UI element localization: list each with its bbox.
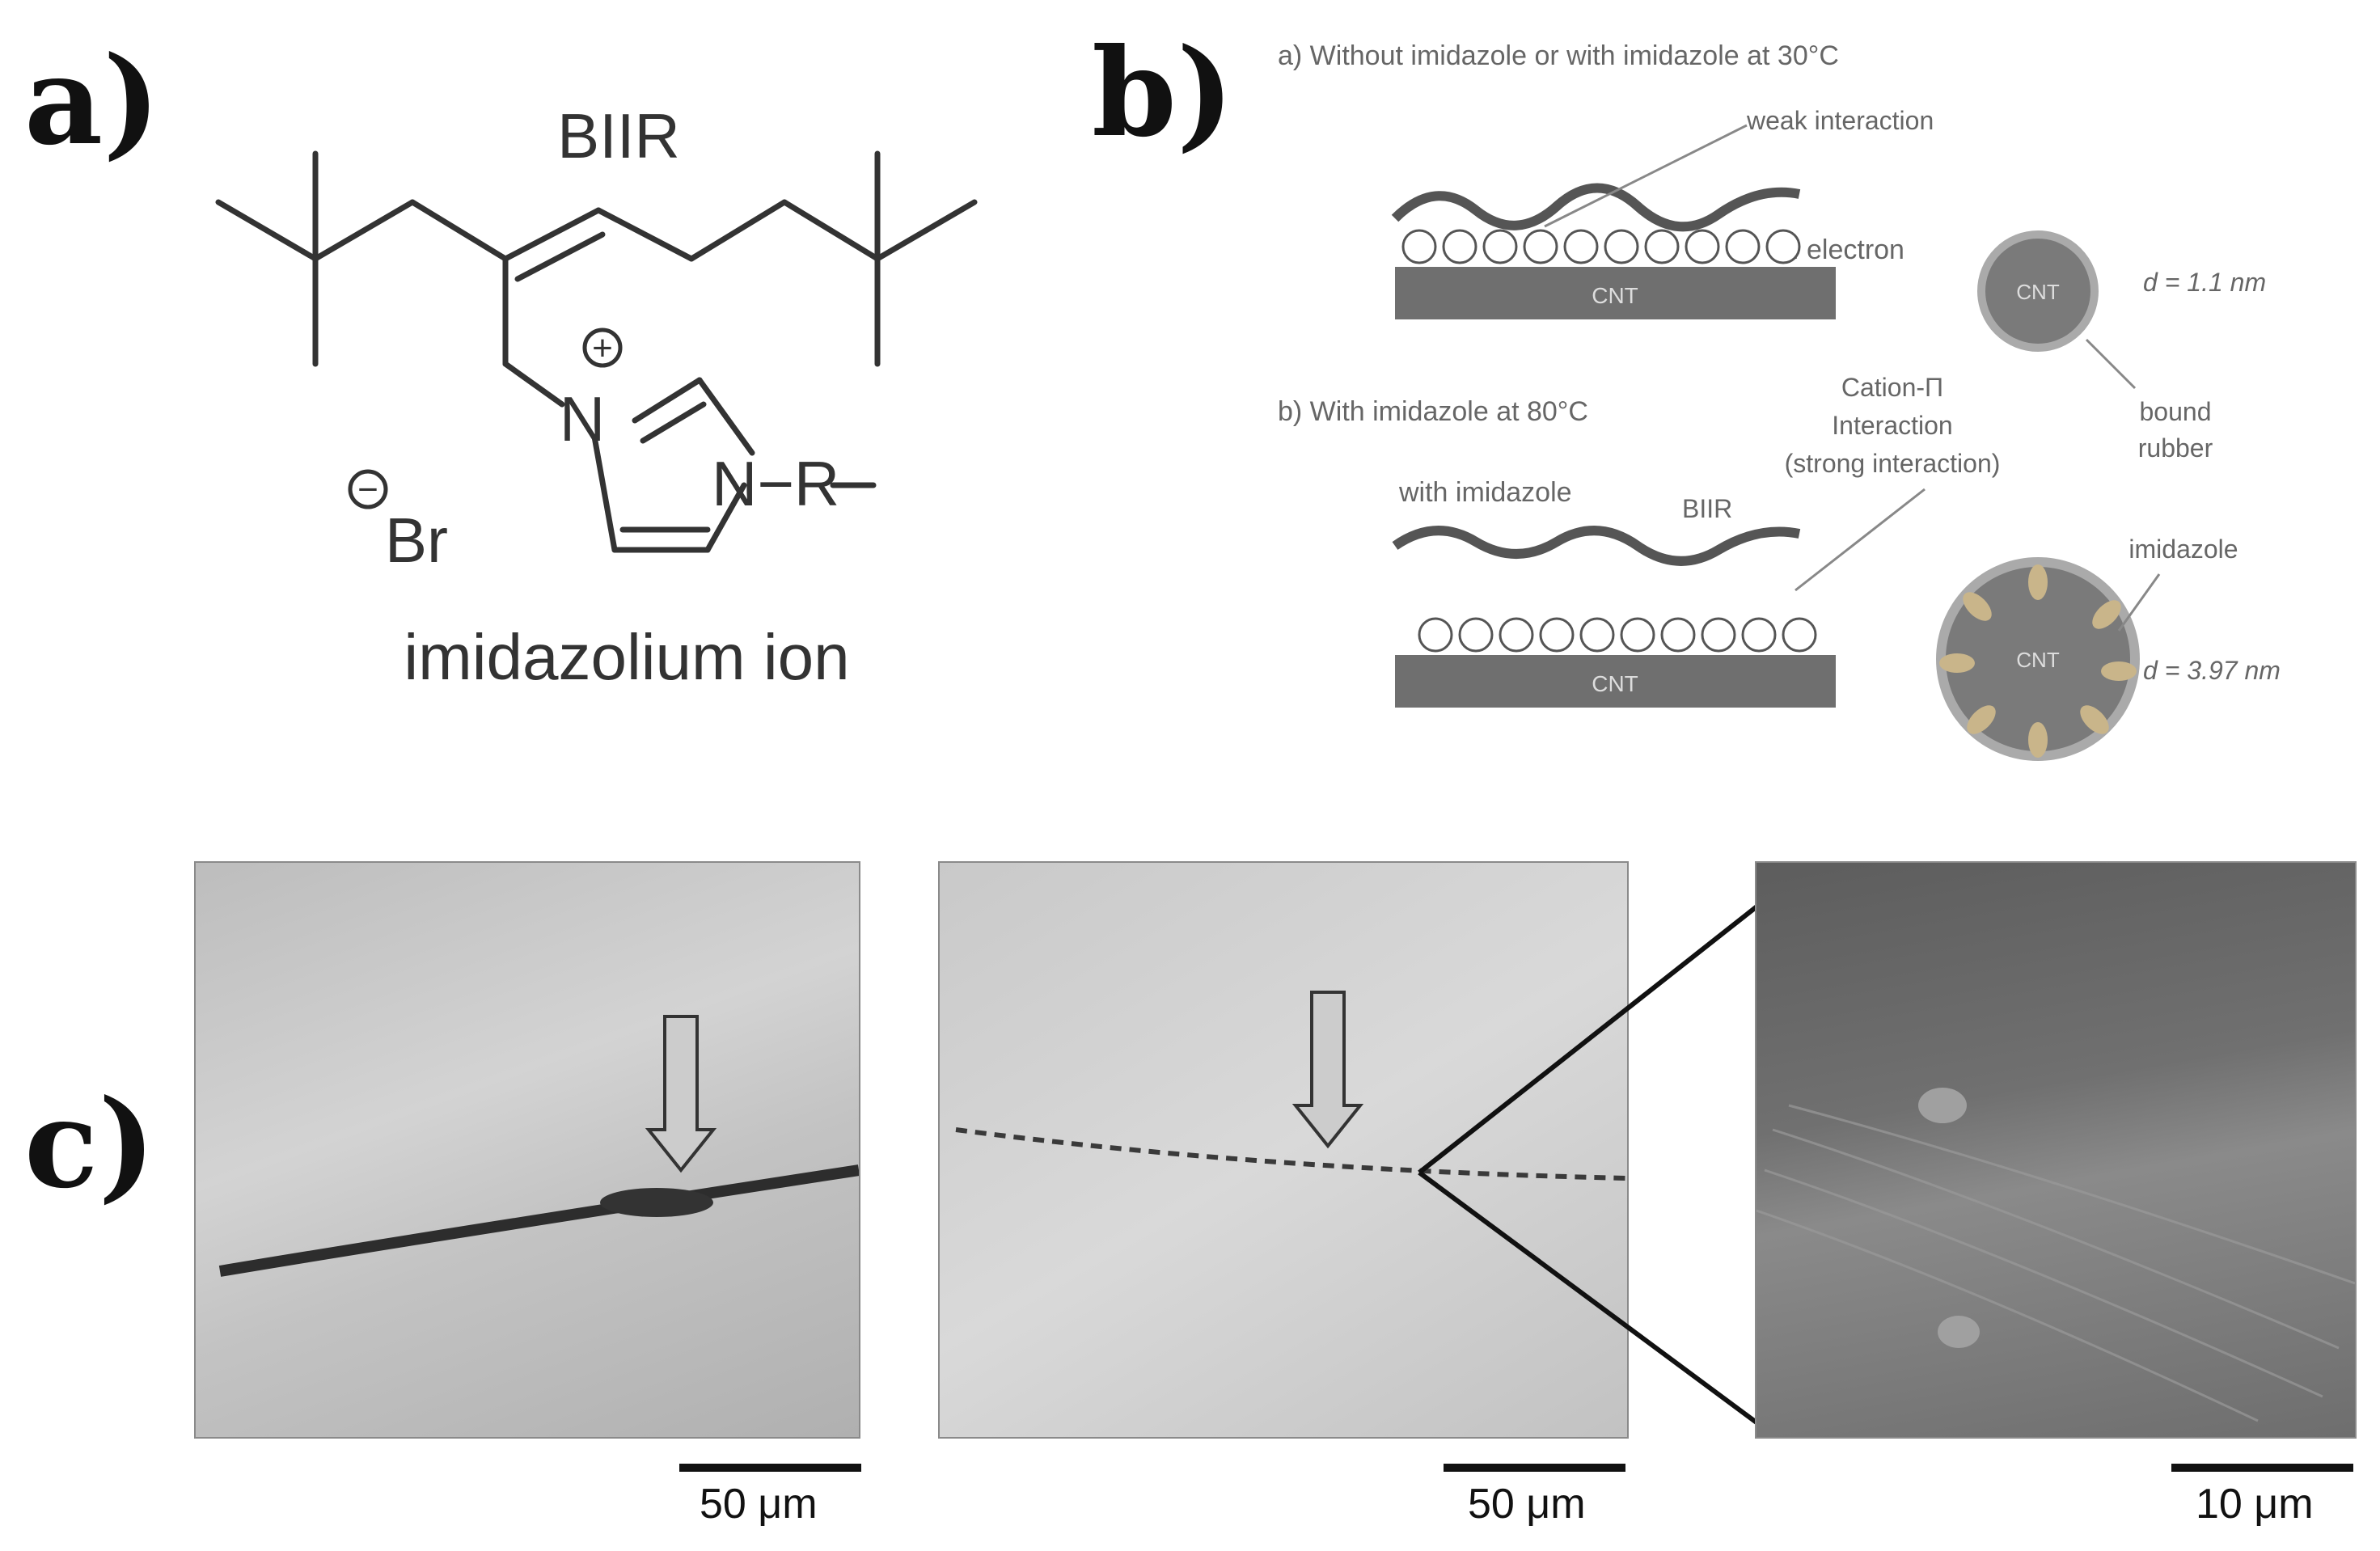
imidazole-pointer [2117, 573, 2161, 632]
weak-interaction-pointer [1544, 124, 1748, 228]
surface-texture-3 [1756, 1088, 2355, 1422]
d-large-label: d = 3.97 nm [2143, 656, 2281, 685]
scale-bar-1 [679, 1464, 861, 1472]
weak-interaction-label: weak interaction [1746, 106, 1934, 135]
cnt-bar-a-label: CNT [1592, 283, 1638, 308]
scale-bar-3 [2171, 1464, 2353, 1472]
cnt-small-label: CNT [2016, 280, 2060, 304]
imidazolium-caption: imidazolium ion [404, 621, 849, 693]
with-imidazole-label: with imidazole [1398, 477, 1572, 508]
cnt-bar-a [1395, 267, 1836, 319]
sem-image-1 [194, 861, 860, 1439]
n3-substituent-label: N−R [712, 448, 839, 519]
imidazole-molecules [1939, 564, 2137, 758]
biir-chain-label: BIIR [1682, 494, 1732, 523]
panel-c-label: c) [24, 1073, 156, 1215]
rubber-chain-b [1392, 526, 1801, 566]
cnt-small-cross-section [1977, 230, 2099, 352]
zoom-lines [1418, 899, 1763, 1430]
sem-image-3 [1755, 861, 2357, 1439]
case-a-title: a) Without imidazole or with imidazole a… [1278, 40, 1839, 71]
panel-b-label: b) [1092, 22, 1234, 164]
crack-1 [218, 1015, 859, 1277]
anion-charge: − [357, 470, 378, 509]
case-b-title: b) With imidazole at 80°C [1278, 396, 1588, 427]
n1-label: N [560, 383, 605, 454]
cnt-bar-b [1395, 655, 1836, 708]
cation-pi-line2: Interaction [1832, 411, 1952, 440]
cnt-interaction-schematic: a) Without imidazole or with imidazole a… [1278, 40, 2281, 761]
scale-label-1: 50 μm [700, 1481, 818, 1528]
scale-label-2: 50 μm [1468, 1481, 1586, 1528]
bromide-label: Br [385, 505, 448, 576]
scale-label-3: 10 μm [2196, 1481, 2314, 1528]
bound-rubber-line1: bound [2140, 397, 2212, 426]
crack-2 [955, 991, 1627, 1181]
cation-pi-pointer [1795, 488, 1926, 592]
bound-rubber-line2: rubber [2138, 433, 2213, 463]
pi-electrons-b [1418, 617, 1817, 653]
imidazolium-structure: + − BIIR N N−R Br imidazolium ion [215, 100, 978, 693]
imidazole-label: imidazole [2128, 535, 2238, 564]
rubber-chain-a [1391, 183, 1801, 232]
biir-label: BIIR [557, 100, 680, 171]
bound-rubber-pointer [2085, 338, 2137, 390]
panel-a-label: a) [24, 30, 161, 172]
d-small-label: d = 1.1 nm [2143, 268, 2266, 297]
scale-bar-2 [1444, 1464, 1625, 1472]
cation-charge: + [592, 328, 613, 368]
pi-electrons-a [1401, 229, 1801, 264]
sem-image-2 [938, 861, 1629, 1439]
cation-pi-line3: (strong interaction) [1785, 449, 2001, 478]
cation-pi-line1: Cation-Π [1841, 373, 1943, 402]
cnt-large-label: CNT [2016, 648, 2060, 672]
cnt-bar-b-label: CNT [1592, 671, 1638, 696]
